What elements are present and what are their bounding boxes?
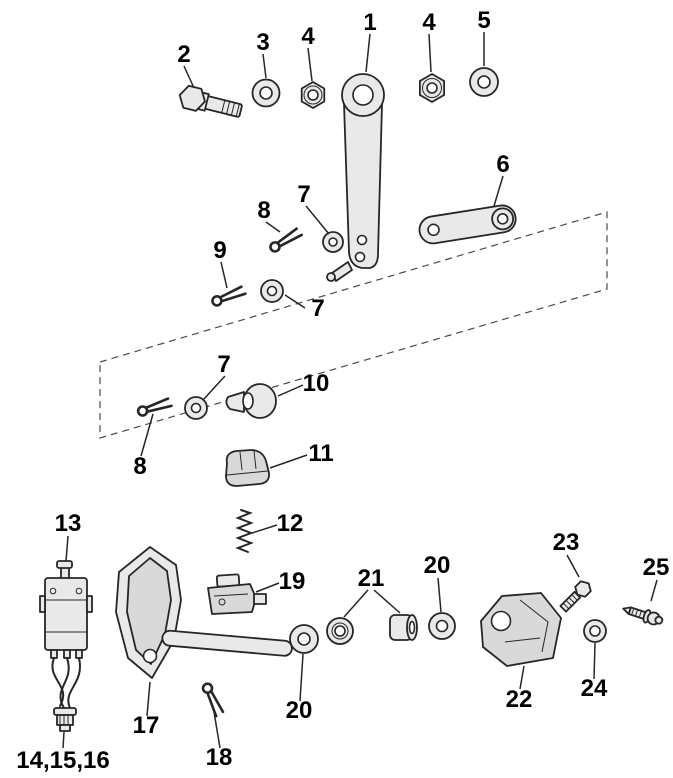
part-bushing-21b: [389, 614, 418, 641]
part-washer-7b: [260, 279, 284, 303]
part-label-20b: 20: [286, 697, 313, 724]
part-washer-7c: [184, 396, 208, 420]
part-label-14-15-16: 14,15,16: [16, 747, 109, 774]
part-label-12: 12: [277, 510, 304, 537]
part-micro-switch: [39, 560, 93, 709]
part-label-23: 23: [553, 529, 580, 556]
part-label-9: 9: [213, 237, 226, 264]
part-label-25: 25: [643, 554, 670, 581]
part-label-19: 19: [279, 568, 306, 595]
part-label-13: 13: [55, 510, 82, 537]
part-cotter-pin-8a: [267, 226, 304, 255]
part-label-24: 24: [581, 675, 608, 702]
part-bolt-23: [559, 580, 592, 613]
leader-lines: [62, 32, 658, 749]
dashed-boundary: [99, 211, 608, 439]
part-label-7b: 7: [311, 295, 324, 322]
part-cotter-pin-18: [200, 680, 226, 718]
part-label-17: 17: [133, 712, 160, 739]
part-hex-bolt: [178, 84, 243, 118]
part-washer-24: [583, 619, 607, 643]
part-cotter-pin-9: [209, 284, 247, 309]
part-label-21: 21: [358, 565, 385, 592]
part-connector-terminal: [53, 707, 77, 732]
part-label-4-left: 4: [301, 23, 315, 50]
part-connector-link: [418, 204, 517, 245]
part-label-4-right: 4: [422, 9, 436, 36]
part-bracket: [115, 546, 182, 679]
part-washer-20b: [428, 612, 456, 640]
part-cam-bracket: [480, 592, 562, 667]
part-screw-25: [622, 606, 664, 626]
part-labels: 1 2 3 4 4 5 6 7 8 9 7 7 10 8 11 12 13 19…: [16, 7, 669, 774]
part-link-rod: [161, 629, 293, 657]
part-lever-arm: [326, 73, 385, 282]
part-label-3: 3: [256, 29, 269, 56]
part-washer-3: [251, 78, 281, 108]
part-lever-assembly: [207, 573, 267, 615]
part-label-2: 2: [177, 41, 190, 68]
part-nut-4-right: [418, 73, 446, 103]
part-spring: [235, 509, 254, 553]
part-label-22: 22: [506, 686, 533, 713]
part-grommet: [225, 383, 277, 419]
part-label-8b: 8: [133, 453, 146, 480]
part-nut-4-left: [300, 81, 326, 109]
part-label-5: 5: [477, 7, 490, 34]
part-label-20a: 20: [424, 552, 451, 579]
part-washer-7a: [322, 231, 344, 253]
part-label-1: 1: [363, 9, 376, 36]
part-washer-20a: [289, 624, 319, 654]
part-mount-clamp: [225, 449, 270, 487]
part-label-18: 18: [206, 744, 233, 771]
part-label-6: 6: [496, 151, 509, 178]
part-label-8a: 8: [257, 197, 270, 224]
part-label-11: 11: [308, 440, 333, 467]
part-label-7c: 7: [217, 351, 230, 378]
part-label-7a: 7: [297, 181, 310, 208]
part-washer-5: [469, 67, 499, 97]
part-label-10: 10: [303, 370, 330, 397]
part-cotter-pin-8b: [135, 396, 173, 418]
part-bushing-21a: [326, 617, 354, 645]
